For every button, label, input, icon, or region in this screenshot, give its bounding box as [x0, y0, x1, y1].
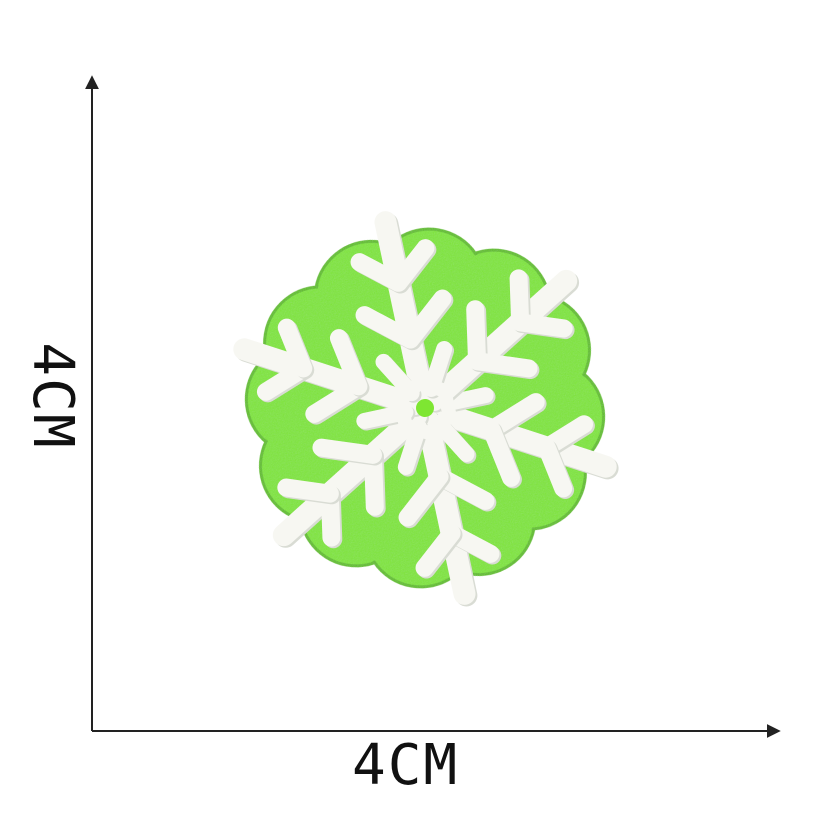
snowflake-arm — [374, 211, 434, 408]
white-embroidery-snowflake — [233, 211, 619, 607]
snowflake-arm — [425, 400, 617, 478]
snowflake-branch — [401, 289, 452, 349]
snowflake-branch — [277, 318, 313, 378]
snowflake-branch — [511, 313, 573, 338]
snowflake-branch — [312, 438, 382, 464]
snowflake-branch — [482, 420, 521, 487]
snowflake-branch — [277, 478, 339, 503]
snowflake-arm — [422, 269, 578, 411]
snowflake-branch — [389, 239, 435, 292]
snowflake-branch — [329, 329, 368, 396]
snowflake-branch — [468, 352, 538, 378]
snowflake-arm — [416, 408, 476, 605]
snowflake-branch — [398, 467, 449, 527]
snowflake-arm — [233, 338, 425, 416]
height-label: 4CM — [20, 342, 85, 450]
snowflake-branch — [415, 524, 461, 577]
snowflake-arm — [272, 405, 428, 547]
snowflake-branch — [537, 438, 573, 498]
snowflake-center-ring — [393, 375, 457, 441]
snowflake-patch-image — [233, 211, 619, 607]
snowflake-center-dot — [416, 399, 434, 417]
width-label: 4CM — [352, 733, 460, 798]
